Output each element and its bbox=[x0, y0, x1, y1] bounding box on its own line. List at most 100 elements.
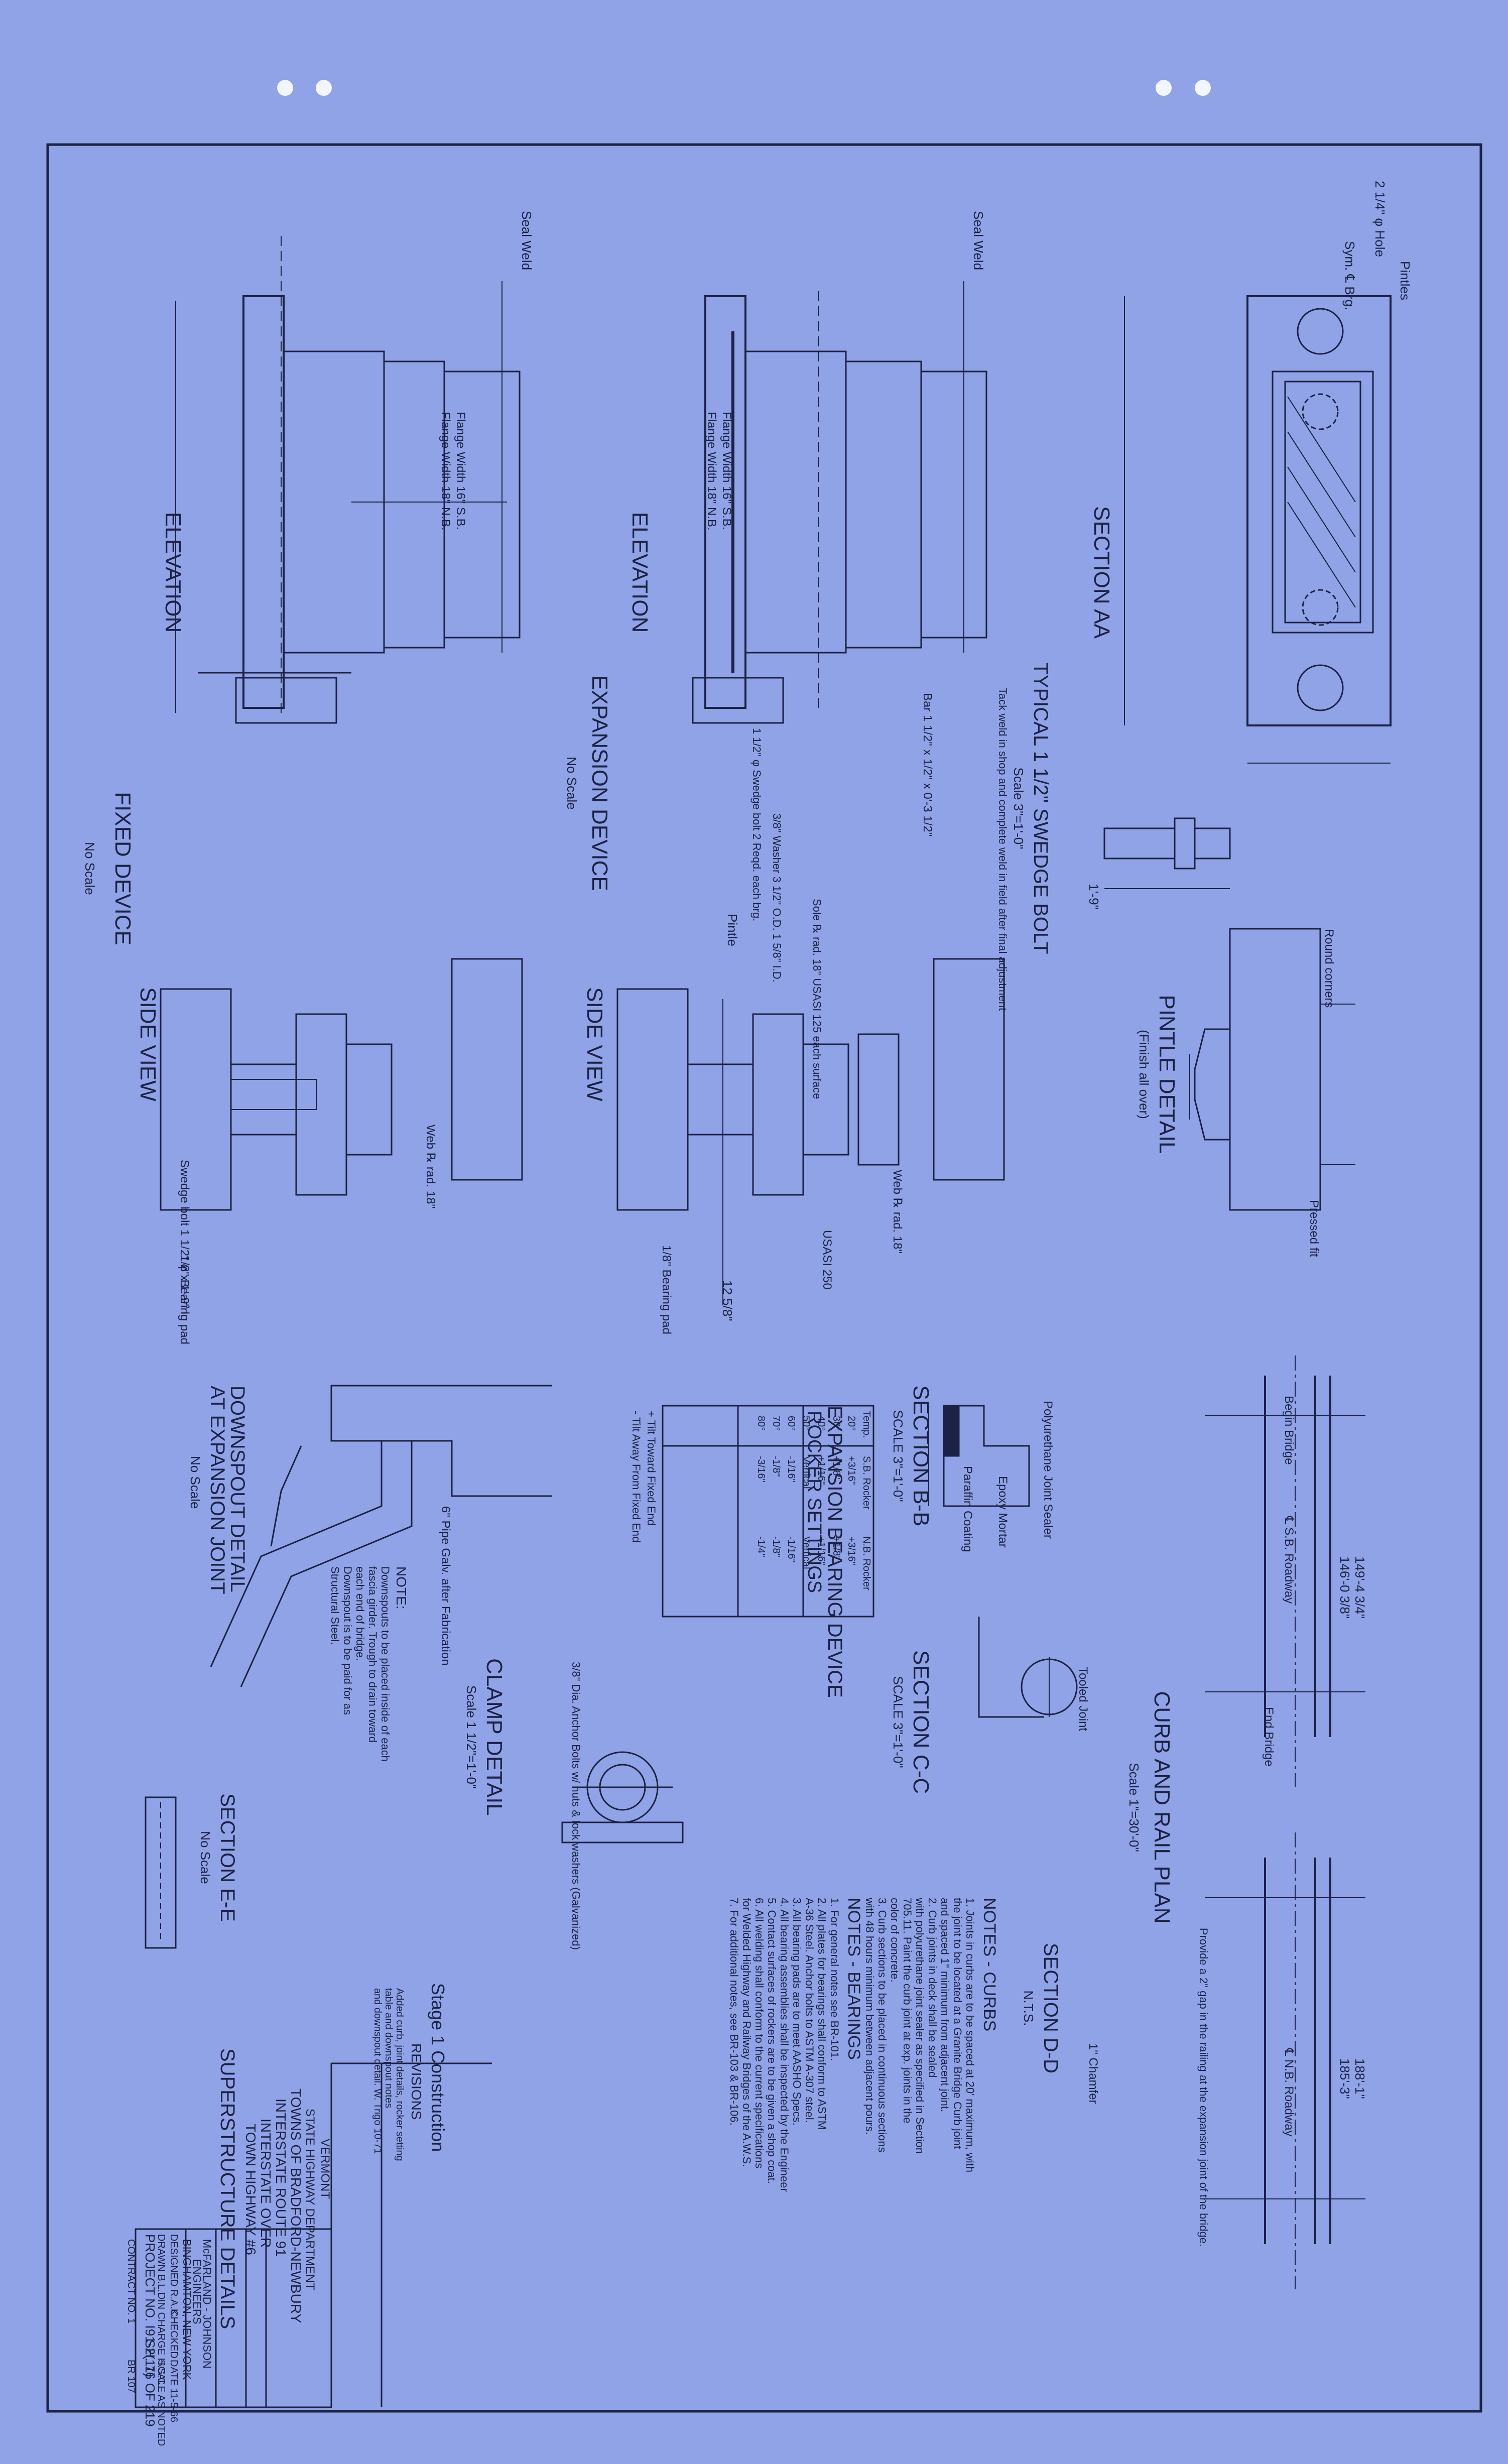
hole-label: 2 1/4" φ Hole bbox=[1372, 181, 1388, 257]
dim-12-5: 12 5/8" bbox=[720, 1280, 735, 1321]
note-line: A-36 Steel. Anchor bolts to ASTM A-307 s… bbox=[803, 1898, 816, 2123]
tack-weld-label: Tack weld in shop and complete weld in f… bbox=[996, 688, 1009, 1011]
date-field: DATE 11-5-66 bbox=[168, 2360, 179, 2422]
rocker-row: +1/16" bbox=[816, 1456, 827, 1485]
contract-number: CONTRACT NO. 1 bbox=[125, 2239, 137, 2324]
sheet-number: SH. 76 OF 219 bbox=[143, 2339, 158, 2426]
in-charge: IN CHARGE H.S.C. bbox=[156, 2299, 167, 2388]
tilt-toward-label: + Tilt Toward Fixed End bbox=[645, 1411, 658, 1526]
epoxy-mortar-label: Epoxy Mortar bbox=[996, 1476, 1010, 1548]
pressed-fit-label: Pressed fit bbox=[1307, 1200, 1321, 1257]
rocker-row: 60° bbox=[786, 1416, 797, 1431]
fixed-device-scale: No Scale bbox=[82, 842, 97, 895]
flange-width-sb-fixed: Flange Width 16" S.B. bbox=[454, 412, 467, 530]
rocker-row: Vertical bbox=[801, 1536, 812, 1569]
downspout-scale: No Scale bbox=[188, 1456, 203, 1509]
begin-bridge-label: Begin Bridge bbox=[1282, 1396, 1296, 1464]
downspout-note-title: NOTE: bbox=[394, 1566, 409, 1610]
paraffin-label: Paraffin Coating bbox=[961, 1466, 974, 1552]
note-line: color of concrete. bbox=[889, 1898, 901, 1983]
rocker-settings-title: ROCKER SETTINGS bbox=[804, 1411, 825, 1593]
towns-label: TOWNS OF BRADFORD-NEWBURY bbox=[288, 2088, 304, 2323]
br-number: BR 107 bbox=[125, 2360, 137, 2393]
sym-brg-label: Sym. ℄ Brg. bbox=[1342, 241, 1357, 310]
section-ee-scale: No Scale bbox=[198, 1831, 213, 1884]
fixed-device-title: FIXED DEVICE bbox=[110, 792, 135, 945]
clamp-detail-title: CLAMP DETAIL bbox=[482, 1658, 507, 1816]
stamp: Stage 1 Construction bbox=[428, 1983, 448, 2152]
scale-field: SCALE AS NOTED bbox=[156, 2360, 167, 2446]
state-label: VERMONT bbox=[318, 2139, 332, 2199]
side-view-fixed-title: SIDE VIEW bbox=[136, 987, 160, 1101]
crossing-label: INTERSTATE OVER bbox=[258, 2119, 274, 2248]
firm-line: BINGHAMTON, NEW YORK bbox=[181, 2239, 193, 2380]
section-dd-title: SECTION D-D bbox=[1040, 1943, 1062, 2073]
chamfer-label: 1" Chamfer bbox=[1086, 2043, 1100, 2104]
note-line: 3. Curb sections to be placed in continu… bbox=[876, 1898, 889, 2153]
rocker-header-sb: S.B. Rocker bbox=[861, 1456, 872, 1510]
elevation-fixed-title: ELEVATION bbox=[161, 512, 185, 633]
curb-rail-plan bbox=[1205, 1356, 1365, 2289]
section-cc-scale: SCALE 3"=1'-0" bbox=[891, 1676, 906, 1768]
project-number: PROJECT NO. I91-2(11) bbox=[143, 2234, 158, 2377]
rocker-row: +1/8" bbox=[831, 1456, 842, 1480]
fixed-device-elevation bbox=[175, 236, 521, 724]
expansion-device-elevation bbox=[692, 281, 987, 724]
expansion-device-title: EXPANSION DEVICE bbox=[587, 675, 612, 891]
seal-weld-label-2: Seal Weld bbox=[971, 211, 986, 270]
title-block-frame bbox=[135, 2062, 492, 2408]
note-line: 705.11. Paint the curb joint at exp. joi… bbox=[901, 1898, 914, 2124]
revision-line: and downspout detail. W. Trigo 10-71 bbox=[372, 1988, 383, 2154]
rocker-settings-table bbox=[662, 1405, 874, 1618]
downspout-detail bbox=[210, 1385, 552, 1687]
rocker-row: -1/16" bbox=[786, 1456, 797, 1483]
section-cc bbox=[978, 1617, 1078, 1718]
clamp-bolts-label: 3/8" Dia. Anchor Bolts w/ nuts & lock wa… bbox=[570, 1662, 582, 1950]
downspout-title: DOWNSPOUT DETAIL bbox=[226, 1386, 248, 1592]
poly-joint-label: Polyurethane Joint Sealer bbox=[1041, 1401, 1055, 1539]
sb-roadway-label: ℄ S.B. Roadway bbox=[1282, 1516, 1296, 1604]
rocker-row: 80° bbox=[756, 1416, 767, 1431]
note-line: Downspout is to be paid for as bbox=[341, 1566, 354, 1715]
rocker-row: +3/16" bbox=[846, 1456, 857, 1485]
rocker-row: 40° bbox=[816, 1416, 827, 1431]
note-line: with polyurethane joint sealer as specif… bbox=[914, 1897, 926, 2154]
swedge-bolt-exp-label: 1 1/2" φ Swedge bolt 2 Reqd. each brg. bbox=[750, 728, 763, 921]
nb-roadway-label: ℄ N.B. Roadway bbox=[1282, 2048, 1296, 2136]
note-line: each end of bridge. bbox=[354, 1566, 366, 1661]
side-view-fixed bbox=[160, 958, 523, 1211]
rocker-header-temp: Temp. bbox=[861, 1411, 872, 1438]
rocker-row: 20° bbox=[846, 1416, 857, 1431]
pintle-detail bbox=[1189, 928, 1355, 1211]
note-line: 1. Joints in curbs are to be spaced at 2… bbox=[964, 1898, 976, 2172]
pipe-galv-label: 6" Pipe Galv. after Fabrication bbox=[439, 1506, 452, 1666]
sole-plate-label: Sole ℞ rad. 18" USASI 125 each surface bbox=[811, 899, 823, 1099]
section-dd-scale: N.T.S. bbox=[1021, 1991, 1036, 2026]
tilt-away-label: - Tilt Away From Fixed End bbox=[630, 1411, 643, 1542]
rocker-row: -1/16" bbox=[786, 1536, 797, 1563]
round-corners-label: Round corners bbox=[1322, 929, 1336, 1008]
dim-185: 185'-3" bbox=[1337, 2058, 1352, 2099]
punch-hole bbox=[316, 80, 332, 96]
washer-label: 3/8" Washer 3 1/2" O.D. 1 5/8" I.D. bbox=[771, 813, 783, 982]
note-line: 5. Contact surfaces of rockers are to be… bbox=[766, 1898, 778, 2184]
tooled-joint-label: Tooled Joint bbox=[1076, 1667, 1090, 1731]
side-view-exp-title: SIDE VIEW bbox=[582, 987, 607, 1101]
revision-line: table and downspout notes bbox=[383, 1988, 394, 2108]
note-line: with 48 hours minimum between adjacent p… bbox=[863, 1897, 876, 2135]
bearing-pad-label-2: 1/8" Bearing pad bbox=[178, 1255, 191, 1344]
drawing-border bbox=[46, 143, 1482, 2413]
web-plate-label: Web ℞ rad. 18" bbox=[891, 1170, 904, 1254]
pintles-label: Pintles bbox=[1398, 261, 1413, 300]
seal-weld-label: Seal Weld bbox=[519, 211, 534, 270]
swedge-bolt-fixed-label: Swedge bolt 1 1/2" φ x 1'-9" lg bbox=[178, 1160, 191, 1321]
note-line: and spaced 1" minimum from adjacent join… bbox=[939, 1898, 951, 2112]
designed-by: DESIGNED R.A.K. bbox=[168, 2234, 179, 2318]
section-aa bbox=[1124, 295, 1392, 764]
usasi-label: USASI 250 bbox=[820, 1230, 834, 1290]
rocker-header-nb: N.B. Rocker bbox=[861, 1536, 872, 1590]
web-plate-label-2: Web ℞ rad. 18" bbox=[424, 1125, 437, 1208]
note-line: 2. Curb joints in deck shall be sealed bbox=[926, 1898, 939, 2077]
